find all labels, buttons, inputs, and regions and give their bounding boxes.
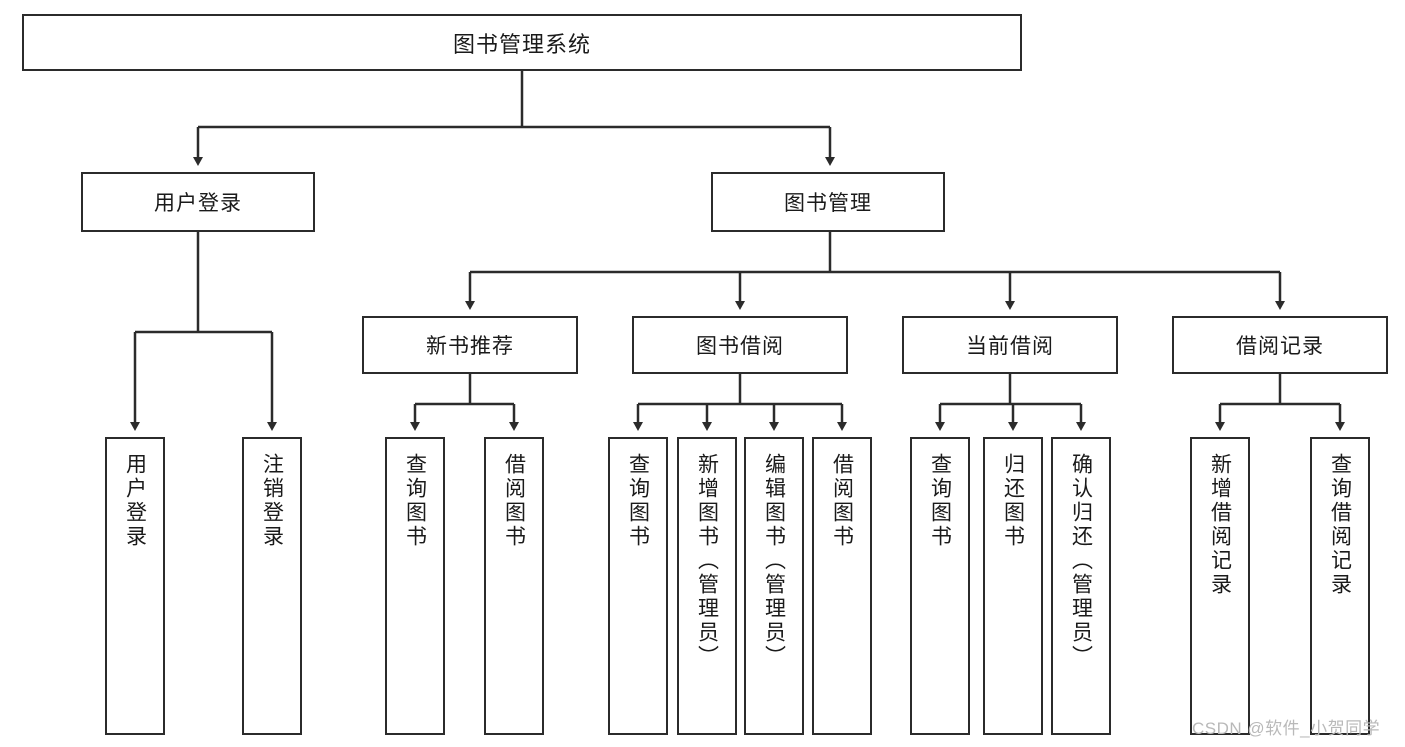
node-label: 查询借阅记录	[1328, 453, 1352, 597]
node-label: 新书推荐	[426, 335, 514, 358]
node-root[interactable]: 图书管理系统	[22, 14, 1022, 71]
node-label: 用户登录	[123, 453, 147, 549]
leaf-query-book-recommend[interactable]: 查询图书	[385, 437, 445, 735]
leaf-add-book-admin[interactable]: 新增图书（管理员）	[677, 437, 737, 735]
node-label: 注销登录	[260, 453, 284, 549]
node-label: 借阅图书	[502, 453, 526, 549]
node-label: 当前借阅	[966, 335, 1054, 358]
node-label: 借阅记录	[1236, 335, 1324, 358]
leaf-edit-book-admin[interactable]: 编辑图书（管理员）	[744, 437, 804, 735]
node-label: 新增借阅记录	[1208, 453, 1232, 597]
node-new-book-recommend[interactable]: 新书推荐	[362, 316, 578, 374]
node-label: 图书管理	[784, 192, 872, 215]
watermark: CSDN @软件_小贺同学	[1192, 719, 1381, 738]
node-label: 图书借阅	[696, 335, 784, 358]
node-label: 图书管理系统	[452, 31, 591, 57]
leaf-query-borrow-record[interactable]: 查询借阅记录	[1310, 437, 1370, 735]
leaf-borrow-book[interactable]: 借阅图书	[812, 437, 872, 735]
node-label: 查询图书	[403, 453, 427, 549]
leaf-add-borrow-record[interactable]: 新增借阅记录	[1190, 437, 1250, 735]
leaf-logout[interactable]: 注销登录	[242, 437, 302, 735]
leaf-borrow-book-recommend[interactable]: 借阅图书	[484, 437, 544, 735]
node-book-borrow[interactable]: 图书借阅	[632, 316, 848, 374]
leaf-query-book-current[interactable]: 查询图书	[910, 437, 970, 735]
leaf-return-book[interactable]: 归还图书	[983, 437, 1043, 735]
node-label: 借阅图书	[830, 453, 854, 549]
node-label: 编辑图书（管理员）	[762, 453, 786, 669]
node-label: 归还图书	[1001, 453, 1025, 549]
node-label: 查询图书	[626, 453, 650, 549]
node-label: 查询图书	[928, 453, 952, 549]
node-borrow-record[interactable]: 借阅记录	[1172, 316, 1388, 374]
leaf-query-book-borrow[interactable]: 查询图书	[608, 437, 668, 735]
node-label: 新增图书（管理员）	[695, 453, 719, 669]
node-user-login[interactable]: 用户登录	[81, 172, 315, 232]
node-current-borrow[interactable]: 当前借阅	[902, 316, 1118, 374]
node-label: 确认归还（管理员）	[1069, 453, 1093, 669]
node-label: 用户登录	[154, 192, 242, 215]
leaf-user-login[interactable]: 用户登录	[105, 437, 165, 735]
leaf-confirm-return-admin[interactable]: 确认归还（管理员）	[1051, 437, 1111, 735]
node-book-management[interactable]: 图书管理	[711, 172, 945, 232]
